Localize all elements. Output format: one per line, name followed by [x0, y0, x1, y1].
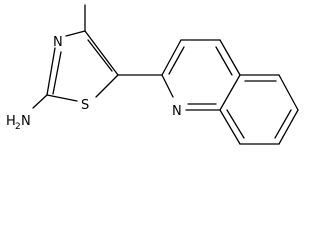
- thiazole-bond-c4-c5-inner: [87, 39, 113, 72]
- thiazole-bond-c4-c5: [84, 30, 119, 76]
- atom-label-amine-n: N: [21, 114, 31, 129]
- quinoline-pyridine-ring: [161, 39, 241, 111]
- thiazole-ring: [46, 30, 119, 102]
- thiazole-bond-n3-c2-inner: [52, 51, 62, 95]
- quinoline-bond-n1-c2: [161, 74, 174, 98]
- quinoline-bond-c2-c3-inner: [168, 46, 185, 75]
- amine-bond: [32, 94, 48, 109]
- atom-label-quinoline-n: N: [172, 104, 182, 119]
- quinoline-bond-c4-c4a-inner: [215, 46, 233, 76]
- atom-label-thiazole-n: N: [53, 35, 63, 50]
- quinoline-bond-c2-c3: [161, 39, 182, 76]
- thiazole-bond-n3-c2: [46, 47, 56, 96]
- thiazole-bond-c4-n3: [65, 30, 86, 37]
- quinoline-bond-c8-c8a: [219, 109, 241, 145]
- quinoline-benzene-ring: [219, 74, 299, 145]
- quinoline-bond-c5-c6: [278, 74, 299, 111]
- atom-label-thiazole-s: S: [81, 98, 89, 113]
- quinoline-bond-c4a-c8a: [219, 74, 241, 111]
- thiazole-bond-c2-s: [46, 94, 78, 102]
- molecule-diagram: H 2 N N S N: [6, 4, 299, 145]
- atom-label-amine-subscript: 2: [15, 122, 21, 132]
- quinoline-bond-c6-c7-inner: [274, 109, 292, 139]
- atom-label-amine-h: H: [6, 114, 16, 129]
- thiazole-bond-s-c5: [95, 74, 119, 98]
- quinoline-bond-c8-c8a-inner: [226, 109, 245, 139]
- quinoline-bond-c6-c7: [278, 109, 299, 145]
- quinoline-bond-c4-c4a: [219, 39, 241, 76]
